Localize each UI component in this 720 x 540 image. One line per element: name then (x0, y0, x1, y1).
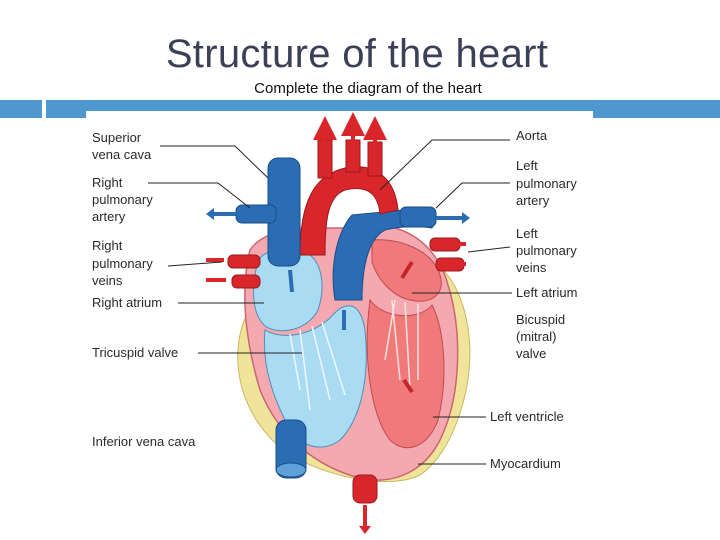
right-ventricle-shape (263, 305, 367, 448)
label-left-ventricle: Left ventricle (490, 409, 564, 424)
label-myocardium: Myocardium (490, 456, 561, 471)
label-right-pulmonary-veins: Right pulmonary veins (92, 238, 156, 288)
slide-subtitle: Complete the diagram of the heart (254, 80, 482, 97)
right-pulmonary-artery-vessel (235, 204, 277, 224)
descending-aorta-vessel (352, 474, 378, 504)
inferior-vena-cava-opening (275, 462, 307, 478)
label-left-pulmonary-veins: Left pulmonary veins (516, 226, 580, 275)
slide-title: Structure of the heart (165, 32, 549, 76)
header-bar-left (0, 100, 42, 118)
label-aorta: Aorta (516, 128, 548, 143)
label-right-pulmonary-artery: Right pulmonary artery (92, 175, 156, 224)
label-superior-vena-cava: Superior vena cava (92, 130, 152, 162)
left-valve-cords (384, 299, 419, 391)
label-bicuspid-valve: Bicuspid (mitral) valve (516, 312, 569, 361)
label-tricuspid-valve: Tricuspid valve (92, 345, 178, 360)
left-ventricle-shape (366, 298, 445, 449)
aorta-vessel (299, 166, 399, 256)
flow-arrows (206, 112, 470, 534)
label-left-pulmonary-artery: Left pulmonary artery (516, 158, 580, 208)
label-right-atrium: Right atrium (92, 295, 162, 310)
label-left-atrium: Left atrium (516, 285, 577, 300)
right-pulmonary-vein-1 (227, 254, 261, 269)
label-inferior-vena-cava: Inferior vena cava (92, 434, 196, 449)
left-pulmonary-artery-vessel (399, 206, 437, 228)
tricuspid-cords (289, 321, 346, 411)
leader-lines (148, 139, 512, 465)
right-pulmonary-vein-2 (231, 274, 261, 289)
